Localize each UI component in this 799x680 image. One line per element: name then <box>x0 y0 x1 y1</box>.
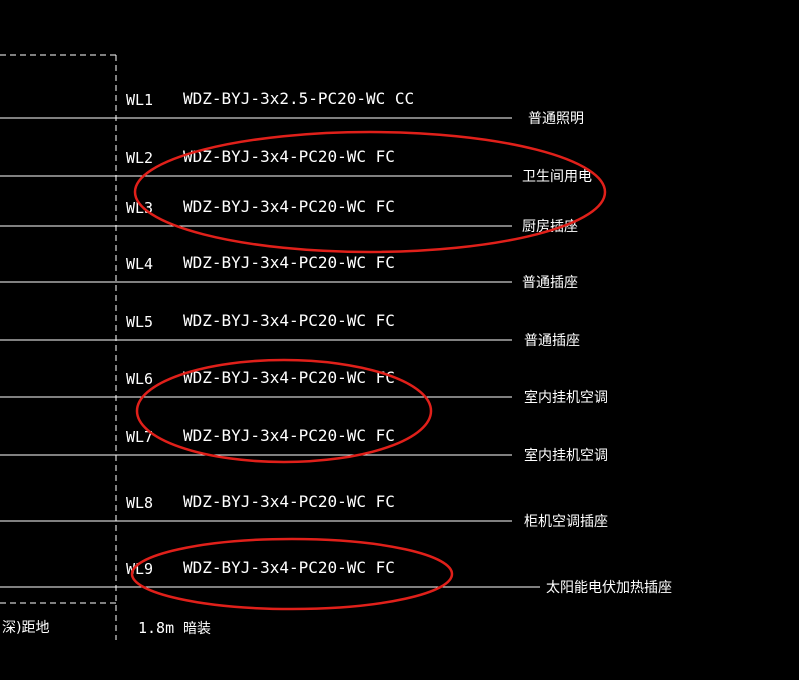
load-label: 室内挂机空调 <box>524 389 608 406</box>
load-label: 卫生间用电 <box>522 169 592 185</box>
annotation-ellipse-wl2-wl3 <box>133 130 607 254</box>
cable-spec: WDZ-BYJ-3x4-PC20-WC FC <box>183 147 395 166</box>
circuit-id: WL6 <box>126 370 153 388</box>
distribution-box-outline <box>0 54 117 640</box>
load-label: 柜机空调插座 <box>524 514 608 530</box>
cable-spec: WDZ-BYJ-3x2.5-PC20-WC CC <box>183 89 414 108</box>
load-label: 室内挂机空调 <box>524 447 608 464</box>
annotation-ellipses <box>130 130 607 611</box>
cable-spec: WDZ-BYJ-3x4-PC20-WC FC <box>183 311 395 330</box>
mounting-height: 1.8m <box>138 619 174 637</box>
load-label: 厨房插座 <box>522 219 578 235</box>
cable-spec: WDZ-BYJ-3x4-PC20-WC FC <box>183 253 395 272</box>
circuit-id: WL2 <box>126 149 153 167</box>
annotation-ellipse-wl9 <box>130 537 454 611</box>
annotation-ellipse-wl6-wl7 <box>135 358 433 464</box>
install-method: 暗装 <box>183 621 211 637</box>
cable-spec: WDZ-BYJ-3x4-PC20-WC FC <box>183 492 395 511</box>
load-label: 普通插座 <box>522 275 578 291</box>
cable-spec: WDZ-BYJ-3x4-PC20-WC FC <box>183 426 395 445</box>
circuit-id: WL8 <box>126 494 153 512</box>
circuit-id: WL3 <box>126 199 153 217</box>
circuit-id: WL1 <box>126 91 153 109</box>
load-label: 普通照明 <box>528 111 584 127</box>
cable-spec: WDZ-BYJ-3x4-PC20-WC FC <box>183 197 395 216</box>
circuit-id: WL5 <box>126 313 153 331</box>
circuit-id: WL4 <box>126 255 153 273</box>
load-label: 普通插座 <box>524 333 580 349</box>
footer-left-label: 深)距地 <box>2 620 49 636</box>
cable-spec: WDZ-BYJ-3x4-PC20-WC FC <box>183 368 395 387</box>
cable-spec: WDZ-BYJ-3x4-PC20-WC FC <box>183 558 395 577</box>
load-label: 太阳能电伏加热插座 <box>546 580 672 596</box>
circuit-id: WL7 <box>126 428 153 446</box>
